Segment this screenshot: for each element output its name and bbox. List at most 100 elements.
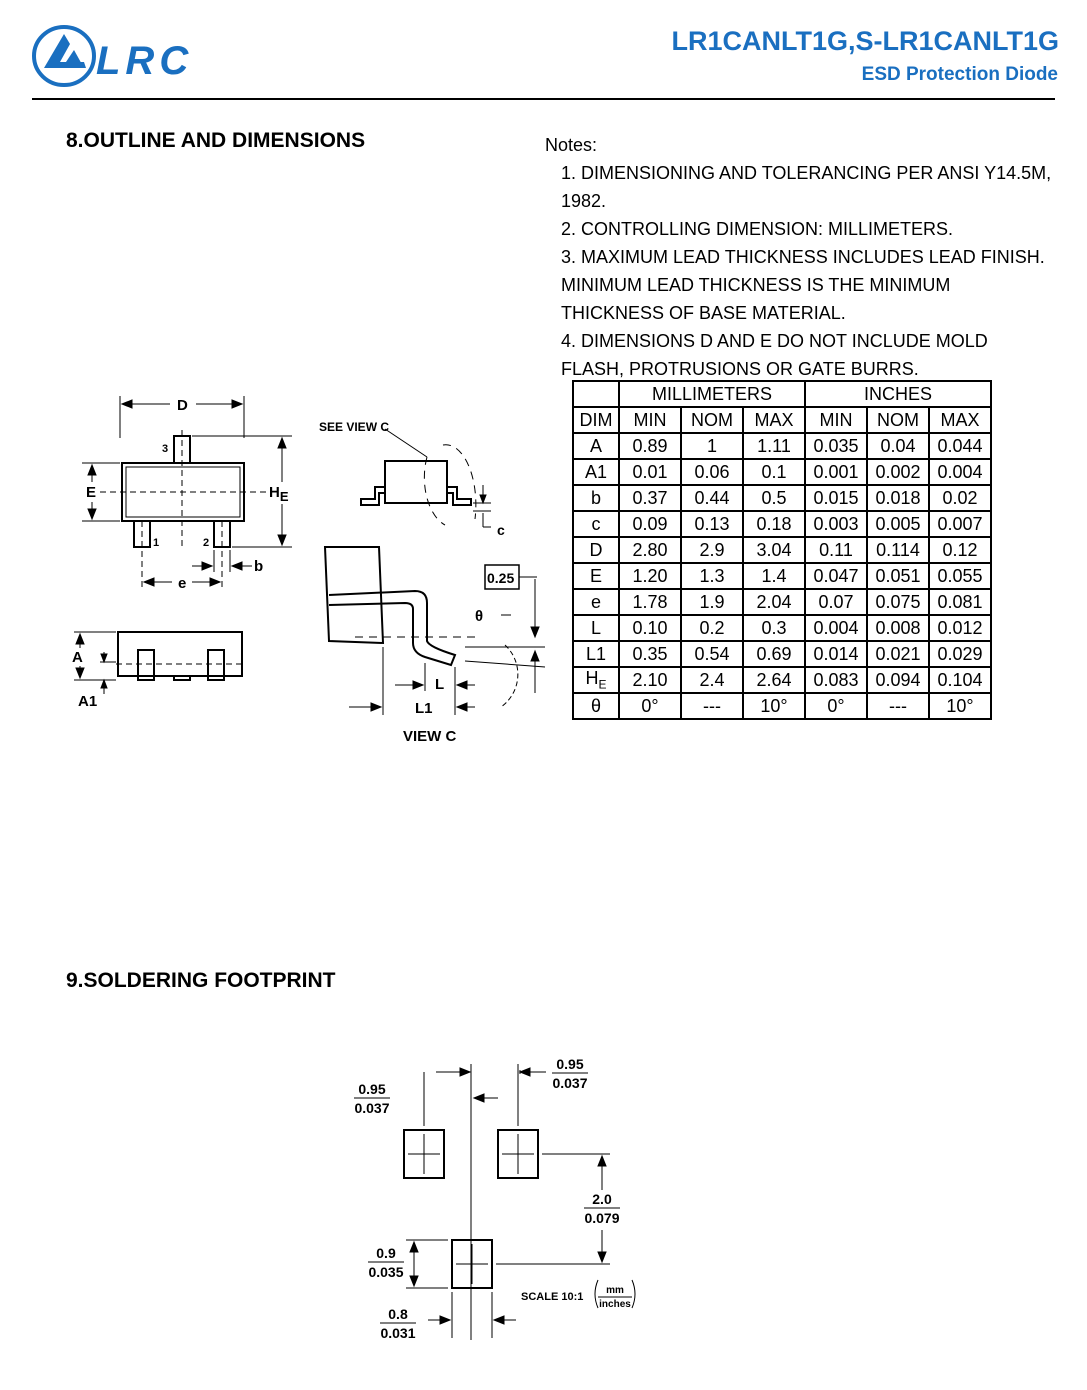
dim-cell: HE [572,666,620,694]
table-corner-cell [572,380,620,408]
table-group-header-row: MILLIMETERS INCHES [572,380,992,408]
dim-cell: A [572,432,620,460]
value-cell: --- [866,692,930,720]
label-unit-mm: mm [606,1285,624,1296]
value-cell: 0.094 [866,666,930,694]
col-header: MIN [618,406,682,434]
value-cell: 0.02 [928,484,992,512]
value-cell: 0.18 [742,510,806,538]
value-cell: 10° [742,692,806,720]
value-cell: 2.10 [618,666,682,694]
table-header-row: DIM MIN NOM MAX MIN NOM MAX [572,406,992,434]
label-L1: L1 [415,700,433,717]
value-cell: 0.004 [928,458,992,486]
value-cell: 0.06 [680,458,744,486]
logo-text: LRC [96,39,193,83]
value-cell: 0.018 [866,484,930,512]
group-header-mm: MILLIMETERS [618,380,806,408]
value-cell: 1 [680,432,744,460]
label-c: c [497,522,505,538]
footprint-pad [451,1239,493,1289]
label-HE: HE [269,484,289,504]
value-cell: 0.69 [742,640,806,668]
value-cell: 0.12 [928,536,992,564]
note-item: 1. DIMENSIONING AND TOLERANCING PER ANSI… [561,163,1052,211]
value-cell: 0.01 [618,458,682,486]
dim-cell: b [572,484,620,512]
value-cell: 0.54 [680,640,744,668]
label-pad-w-in: 0.037 [354,1100,389,1116]
label-pad-b-in: 0.031 [380,1325,415,1341]
label-A: A [72,649,83,666]
label-theta: θ [475,608,483,625]
dim-cell: E [572,562,620,590]
value-cell: 0.004 [804,614,868,642]
value-cell: 0.014 [804,640,868,668]
package-outline-drawing: D 3 E HE 1 2 b e A A1 [72,396,292,710]
value-cell: 0.083 [804,666,868,694]
value-cell: 0.104 [928,666,992,694]
value-cell: 0.005 [866,510,930,538]
dim-cell: L [572,614,620,642]
value-cell: 0.015 [804,484,868,512]
label-b: b [254,558,263,575]
dim-cell: L1 [572,640,620,668]
label-view-c: VIEW C [403,728,457,745]
value-cell: 0.37 [618,484,682,512]
value-cell: 0.35 [618,640,682,668]
label-pitch-mm: 0.95 [556,1056,583,1072]
value-cell: 2.64 [742,666,806,694]
value-cell: 0.003 [804,510,868,538]
col-header: MAX [742,406,806,434]
soldering-footprint-drawing: 0.95 0.037 0.95 0.037 2.0 0.079 0.9 0.03… [354,1056,636,1341]
value-cell: 0.10 [618,614,682,642]
value-cell: 0.13 [680,510,744,538]
value-cell: 0.021 [866,640,930,668]
header-rule [32,98,1055,100]
label-row-in: 0.079 [584,1210,619,1226]
value-cell: 0.001 [804,458,868,486]
value-cell: 1.4 [742,562,806,590]
label-pad-b-mm: 0.8 [388,1306,408,1322]
value-cell: 0.2 [680,614,744,642]
label-scale: SCALE 10:1 [521,1291,583,1303]
label-unit-in: inches [599,1299,631,1310]
value-cell: 0.07 [804,588,868,616]
dim-cell: c [572,510,620,538]
value-cell: --- [680,692,744,720]
dim-cell: e [572,588,620,616]
label-row-mm: 2.0 [592,1191,612,1207]
value-cell: 2.9 [680,536,744,564]
label-e: e [178,575,186,592]
value-cell: 0.002 [866,458,930,486]
value-cell: 2.80 [618,536,682,564]
label-pitch-in: 0.037 [552,1075,587,1091]
value-cell: 2.04 [742,588,806,616]
footprint-pad [403,1129,445,1179]
value-cell: 0.044 [928,432,992,460]
value-cell: 0.012 [928,614,992,642]
footprint-pad [497,1129,539,1179]
value-cell: 0.035 [804,432,868,460]
label-pad-h-mm: 0.9 [376,1245,396,1261]
lrc-logo: LRC [32,25,193,87]
value-cell: 3.04 [742,536,806,564]
side-view [117,631,243,681]
value-cell: 0.029 [928,640,992,668]
value-cell: 0.055 [928,562,992,590]
notes-label: Notes: [545,135,598,155]
col-header: MAX [928,406,992,434]
part-number-title: LR1CANLT1G,S-LR1CANLT1G [671,26,1059,56]
col-header: NOM [680,406,744,434]
note-item: 3. MAXIMUM LEAD THICKNESS INCLUDES LEAD … [561,247,1045,323]
value-cell: 0.04 [866,432,930,460]
value-cell: 0.3 [742,614,806,642]
col-header: MIN [804,406,868,434]
label-pin2: 2 [203,537,209,549]
